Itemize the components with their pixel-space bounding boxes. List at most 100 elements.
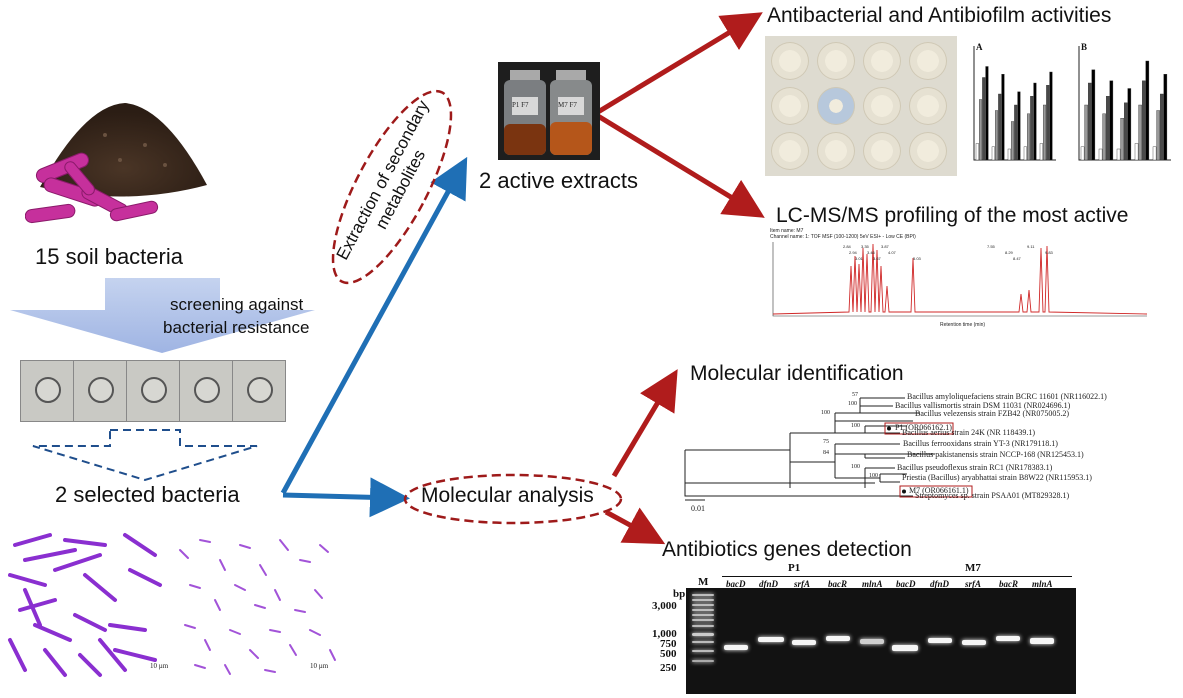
- biofilm-bar: [1138, 104, 1142, 161]
- gel-group-p1: P1: [788, 562, 801, 574]
- biofilm-bar: [1141, 80, 1146, 161]
- biofilm-bar: [1124, 102, 1128, 161]
- selected-bacteria-label: 2 selected bacteria: [55, 482, 240, 507]
- lcms-peak-label: 3.46: [867, 250, 876, 255]
- red-arrow-to-molecular-id: [611, 369, 678, 478]
- biofilm-bar: [1109, 80, 1114, 161]
- screening-arrow-icon: [5, 278, 320, 353]
- gel-lane-7: dfnD: [930, 579, 950, 589]
- biofilm-bar: [1156, 110, 1160, 161]
- tree-bootstrap-4: 100: [851, 423, 860, 429]
- colony-micrographs: [20, 360, 286, 422]
- gel-marker-label: M: [698, 576, 709, 588]
- gel-size-500: 500: [660, 648, 677, 660]
- tree-taxon-10: Priestia (Bacillus) aryabhattai strain B…: [902, 473, 1092, 482]
- colony-image: [179, 360, 233, 422]
- biofilm-bar: [1033, 82, 1037, 161]
- gel-size-250: 250: [660, 662, 677, 674]
- lcms-peak-label: 7.55: [987, 244, 996, 249]
- biofilm-bar: [995, 110, 999, 161]
- gel-lane-5: mlnA: [862, 579, 883, 589]
- gel-lane-9: bacR: [999, 579, 1018, 589]
- gram-stain-image-b: 10 µm: [170, 530, 345, 680]
- biofilm-bar-chart-a: A: [960, 38, 1060, 178]
- biofilm-bar: [1116, 148, 1121, 161]
- biofilm-bar: [1091, 69, 1096, 161]
- vial-label-1: P1 F7: [512, 101, 529, 109]
- biofilm-bar: [1145, 60, 1150, 161]
- scale-bar-a: 10 µm: [150, 662, 169, 670]
- biofilm-bar: [1098, 148, 1103, 161]
- gel-group-line: [722, 576, 1072, 577]
- biofilm-bar: [1017, 91, 1021, 161]
- lcms-peak-label: 8.29: [1005, 250, 1014, 255]
- screening-label-line1: screening against: [170, 295, 304, 314]
- lcms-peak-label: 9.11: [1027, 244, 1035, 249]
- tree-taxon-4: P1 (OR066162.1): [895, 423, 952, 432]
- lcms-peak-label: 8.47: [1013, 256, 1022, 261]
- red-arrow-to-lcms: [596, 113, 765, 218]
- colony-image: [232, 360, 286, 422]
- gel-bp-label: bp: [673, 588, 686, 600]
- biofilm-bar: [1011, 121, 1015, 161]
- biofilm-bar: [1026, 113, 1031, 161]
- soil-bacteria-image: [24, 95, 210, 230]
- petri-dish-grid: [765, 36, 957, 176]
- tree-taxon-7: Bacillus pakistanensis strain NCCP-168 (…: [907, 450, 1084, 459]
- biofilm-bar: [1127, 88, 1132, 161]
- biofilm-bar: [1120, 117, 1124, 161]
- biofilm-bar: [1049, 71, 1053, 161]
- biofilm-bar: [1046, 85, 1050, 161]
- biofilm-bar: [1007, 148, 1011, 161]
- bar-panel-a-label: A: [976, 42, 983, 52]
- screening-label-line2: bacterial resistance: [163, 318, 310, 337]
- biofilm-bar: [979, 99, 983, 161]
- lcms-peak-label: 4.07: [888, 250, 897, 255]
- lcms-peak-label: 9.83: [1045, 250, 1054, 255]
- tree-bootstrap-3: 100: [821, 410, 830, 416]
- gel-group-m7: M7: [965, 562, 981, 574]
- biofilm-bar: [1088, 82, 1092, 161]
- molecular-analysis-ellipse: Molecular analysis: [402, 472, 624, 526]
- tree-taxon-11: Streptomyces sp. strain PSAA01 (MT829328…: [915, 491, 1070, 500]
- gel-lane-4: bacR: [828, 579, 847, 589]
- molecular-id-title: Molecular identification: [690, 362, 904, 385]
- bar-panel-b-label: B: [1081, 42, 1088, 52]
- colony-image: [126, 360, 180, 422]
- biofilm-bar: [1159, 93, 1164, 161]
- biofilm-bar: [1042, 104, 1047, 161]
- scale-bar-b: 10 µm: [310, 662, 329, 670]
- tree-bootstrap-2: 100: [848, 401, 857, 407]
- colony-image: [20, 360, 74, 422]
- soil-bacteria-label: 15 soil bacteria: [35, 244, 183, 269]
- tree-taxon-1: Bacillus amyloliquefaciens strain BCRC 1…: [907, 392, 1107, 401]
- gel-lane-10: mlnA: [1032, 579, 1053, 589]
- biofilm-bar: [1001, 74, 1005, 161]
- biofilm-bar: [991, 146, 995, 161]
- lcms-peak-label: 2.94: [849, 250, 858, 255]
- biofilm-bar: [1030, 96, 1034, 161]
- biofilm-bar: [1102, 113, 1106, 161]
- phylogenetic-tree: Bacillus amyloliquefaciens strain BCRC 1…: [675, 388, 1135, 518]
- gel-lane-1: bacD: [726, 579, 746, 589]
- tree-taxon-8: Bacillus pseudoflexus strain RC1 (NR1783…: [897, 463, 1053, 472]
- lcms-peak-label: 3.67: [873, 256, 882, 261]
- tree-bootstrap-7: 100: [851, 464, 860, 470]
- biofilm-bar: [1039, 143, 1043, 161]
- biofilm-bar: [982, 77, 986, 161]
- tree-taxon-6: Bacillus ferrooxidans strain YT-3 (NR179…: [903, 439, 1058, 448]
- tree-taxon-9: M7 (OR066161.1): [909, 486, 969, 495]
- biofilm-bar: [985, 66, 989, 161]
- lcms-peak-label: 2.84: [843, 244, 852, 249]
- biofilm-bar-chart-b: B: [1065, 38, 1175, 178]
- tree-taxon-5: Bacillus aerius strain 24K (NR 118439.1): [902, 428, 1036, 437]
- lcms-peak-label: 5.03: [913, 256, 922, 261]
- tree-bootstrap-5: 75: [823, 439, 829, 445]
- blue-arrow-to-molecular: [282, 477, 410, 518]
- active-extracts-label: 2 active extracts: [479, 168, 638, 193]
- extraction-ellipse: Extraction of secondary metabolites: [305, 75, 480, 300]
- genes-title: Antibiotics genes detection: [662, 538, 912, 561]
- molecular-analysis-label: Molecular analysis: [421, 484, 594, 507]
- biofilm-bar: [1152, 146, 1157, 161]
- biofilm-bar: [1080, 146, 1085, 161]
